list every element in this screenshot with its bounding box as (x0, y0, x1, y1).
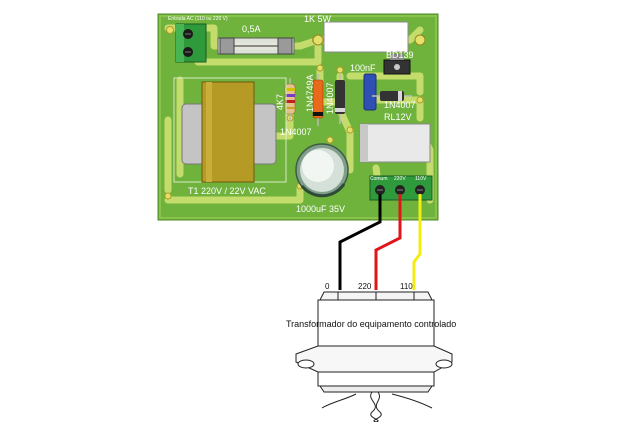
diode-right (372, 91, 412, 101)
electrolytic-capacitor (295, 143, 349, 198)
diode-center (335, 74, 345, 124)
relay-label: RL12V (384, 112, 412, 122)
capacitor-100nf (363, 73, 377, 111)
pcb-transformer-t1 (173, 77, 287, 183)
transformer-t1-label: T1 220V / 22V VAC (188, 186, 266, 196)
input-terminal-block (175, 23, 207, 63)
pcb-board-highlight (159, 15, 437, 219)
diode-right-label: 1N4007 (384, 100, 416, 110)
capacitor-100nf-label: 100nF (350, 63, 376, 73)
tap-220-label: 220 (358, 282, 372, 291)
power-resistor-label: 1K 5W (304, 14, 332, 24)
transistor-label: BD139 (386, 50, 414, 60)
terminal-common-label: Comum (370, 176, 388, 182)
zener-diode (312, 74, 324, 126)
relay (359, 123, 431, 163)
terminal-220-label: 220V (394, 176, 406, 182)
tap-0-label: 0 (325, 282, 330, 291)
electrolytic-label: 1000uF 35V (296, 204, 346, 214)
wire-common (338, 194, 382, 290)
equipment-transformer (295, 291, 453, 422)
terminal-110-label: 110V (415, 176, 427, 182)
equipment-transformer-label: Transformador do equipamento controlado (286, 319, 457, 329)
diode-left-label: 1N4007 (280, 127, 312, 137)
resistor-4k7 (284, 78, 296, 122)
fuse (217, 37, 295, 55)
diode-center-label: 1N4007 (325, 82, 335, 114)
tap-110-label: 110 (400, 282, 413, 291)
input-label: Entrada AC (110 ou 220 V) (168, 16, 228, 22)
zener-label: 1N4749A (305, 74, 315, 112)
wire-110 (412, 194, 422, 290)
fuse-label: 0,5A (242, 24, 261, 34)
power-resistor (312, 21, 426, 53)
transistor-bd139 (383, 54, 411, 75)
wires (338, 194, 422, 290)
wire-220 (374, 194, 402, 290)
resistor-4k7-label: 4K7 (275, 93, 285, 110)
